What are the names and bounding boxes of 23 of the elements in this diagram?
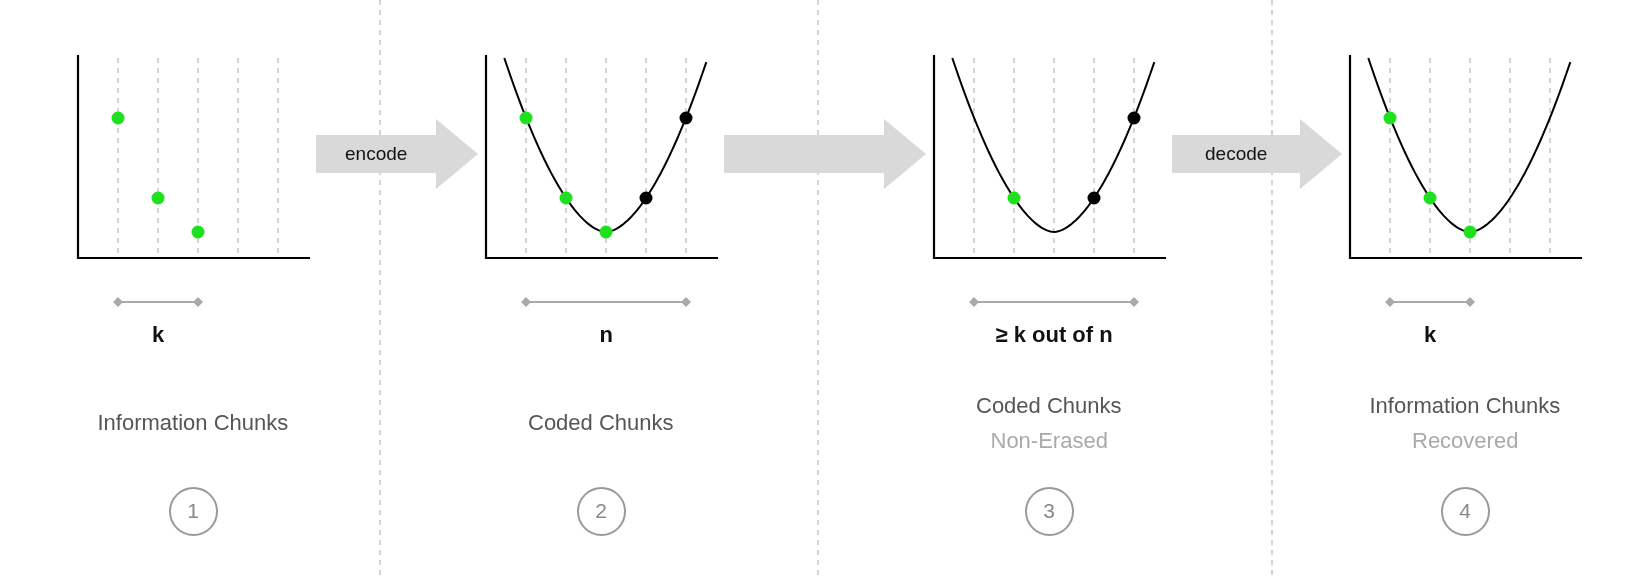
curve-plot: [932, 54, 1166, 260]
edge-label: decode: [1205, 143, 1268, 165]
panel-subcaption: Recovered: [1412, 427, 1519, 454]
panel-caption: Coded Chunks: [528, 410, 674, 436]
dimension-label: n: [599, 322, 613, 348]
dimension-label: k: [152, 322, 165, 348]
dot-plot: [76, 54, 310, 260]
dimension-label: k: [1424, 322, 1437, 348]
panel-caption: Information Chunks: [97, 410, 289, 436]
block-arrow: [724, 119, 926, 189]
edge-label: encode: [345, 143, 408, 165]
panel-subcaption: Non-Erased: [990, 427, 1108, 454]
panel-caption: Coded Chunks: [976, 392, 1122, 419]
step-number: 3: [1024, 486, 1074, 536]
block-arrow: [1172, 119, 1342, 189]
step-number: 1: [168, 486, 218, 536]
panel-caption: Information Chunks: [1369, 392, 1561, 419]
curve-plot: [1348, 54, 1582, 260]
step-number: 2: [576, 486, 626, 536]
block-arrow: [316, 119, 478, 189]
curve-plot: [484, 54, 718, 260]
step-number: 4: [1440, 486, 1490, 536]
dimension-label: ≥ k out of n: [995, 322, 1113, 348]
